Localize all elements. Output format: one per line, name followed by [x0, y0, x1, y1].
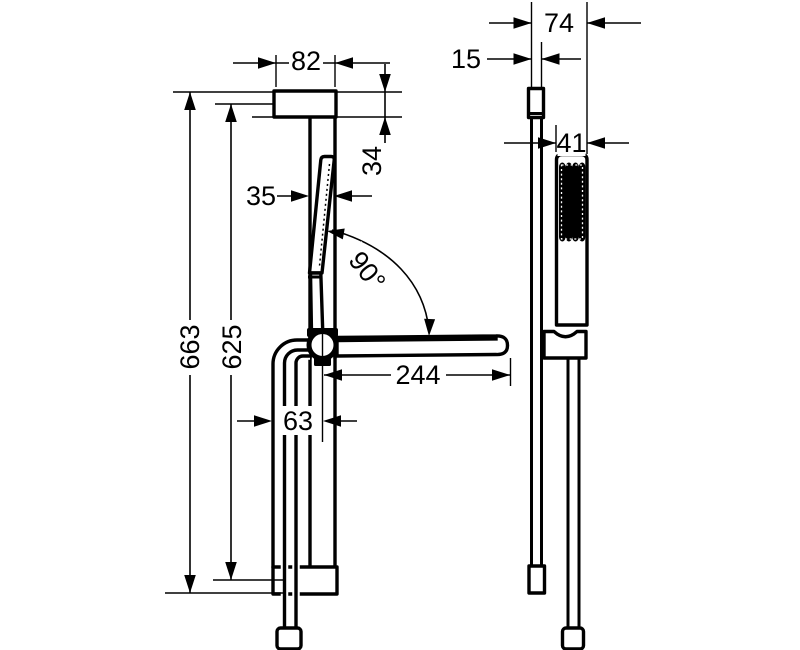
dim-625-label: 625: [217, 324, 247, 369]
holder-side: [542, 329, 588, 360]
bracket-side: [526, 86, 546, 120]
handshower-side: [542, 152, 589, 360]
dim-swivel-angle: 90°: [327, 228, 436, 336]
shower-hose: [271, 338, 312, 650]
handshower-horizontal: [335, 334, 510, 358]
dim-63-label: 63: [283, 406, 313, 436]
bar-end-cap: [527, 564, 547, 595]
dim-hose-offset: 63: [237, 406, 357, 436]
dim-handshower-reach: 244: [324, 360, 510, 390]
dim-244-label: 244: [395, 360, 440, 390]
shower-hose-side: [560, 356, 586, 650]
handle: [308, 271, 325, 335]
dim-bracket-width: 82: [233, 46, 390, 76]
dim-82-label: 82: [291, 46, 321, 76]
dim-bracket-height: 34: [357, 64, 391, 176]
pivot-joint: [306, 329, 339, 442]
dim-bar-width: 35: [246, 181, 372, 211]
spray-face-edge: [318, 163, 331, 267]
dim-overall-depth: 74: [489, 8, 641, 38]
dim-74-label: 74: [544, 8, 574, 38]
side-view: 74 15 41: [451, 2, 641, 650]
dim-15-label: 15: [451, 44, 481, 74]
dim-overall-height: 663: [175, 92, 205, 593]
dim-34-label: 34: [357, 146, 387, 176]
handshower-vertical: [307, 154, 336, 335]
extension-lines-front: [165, 55, 512, 594]
spray-face: [559, 162, 586, 242]
hose-connector-side: [560, 626, 586, 650]
hose-connector: [275, 626, 303, 650]
dim-bar-depth: 15: [451, 44, 581, 74]
front-view: 82 34 35 663: [165, 46, 512, 650]
dim-41-label: 41: [556, 128, 586, 158]
extension-lines-side: [530, 2, 588, 154]
wall-bar-side: [526, 86, 547, 595]
dim-rail-span: 625: [217, 104, 247, 580]
dim-head-depth: 41: [504, 128, 629, 158]
top-bracket: [272, 89, 338, 119]
dim-663-label: 663: [175, 324, 205, 369]
dim-35-label: 35: [246, 181, 276, 211]
